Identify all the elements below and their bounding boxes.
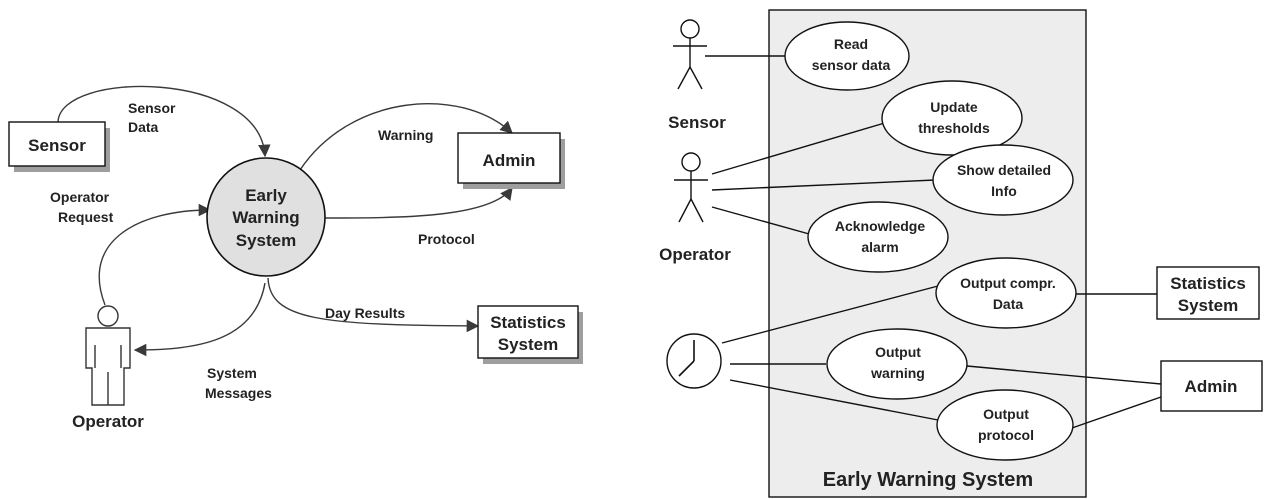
usecase-update-label-1: Update [930, 99, 978, 115]
sensor-actor-icon [673, 19, 707, 90]
usecase-read-sensor-label-1: Read [834, 36, 868, 52]
assoc-clock-compr [721, 285, 939, 344]
flow-protocol [322, 186, 513, 219]
usecase-output-warning: Output warning [826, 328, 968, 400]
dfd-sensor-entity: Sensor [8, 121, 110, 172]
assoc-protocol-admin [1071, 396, 1162, 429]
flow-day-results [267, 277, 480, 333]
system-boundary-title: Early Warning System [823, 469, 1033, 491]
usecase-show-label-1: Show detailed [957, 162, 1051, 178]
dfd-statistics-label-1: Statistics [490, 313, 566, 332]
dfd-process: Early Warning System [206, 157, 326, 277]
usecase-update-thresholds: Update thresholds [881, 80, 1023, 156]
clock-icon [666, 333, 722, 389]
usecase-output-protocol: Output protocol [936, 389, 1074, 461]
flow-operator-request [98, 203, 212, 306]
label-operator-request-2: Request [58, 209, 114, 225]
dfd-statistics-entity: Statistics System [477, 305, 583, 364]
usecase-ack-label-1: Acknowledge [835, 218, 925, 234]
usecase-compr-label-1: Output compr. [960, 275, 1056, 291]
assoc-operator-show [711, 179, 936, 191]
label-protocol: Protocol [418, 231, 475, 247]
flow-warning [299, 102, 513, 171]
assoc-operator-ack [711, 206, 821, 238]
label-operator-request-1: Operator [50, 189, 110, 205]
usecase-diagram: Early Warning System Sensor Operat [659, 9, 1263, 498]
usecase-show-label-2: Info [991, 183, 1017, 199]
usecase-protocol-label-2: protocol [978, 427, 1034, 443]
usecase-read-sensor: Read sensor data [784, 21, 910, 91]
label-system-messages-1: System [207, 365, 257, 381]
operator-actor-icon [674, 152, 708, 223]
usecase-output-compr: Output compr. Data [935, 257, 1077, 329]
usecase-ack-label-2: alarm [861, 239, 898, 255]
dfd-admin-label: Admin [483, 151, 536, 170]
dataflow-diagram: Sensor Admin Statistics System Early War… [8, 85, 583, 431]
flow-sensor-data [57, 85, 271, 158]
usecase-update-label-2: thresholds [918, 120, 990, 136]
usecase-read-sensor-label-2: sensor data [812, 57, 891, 73]
label-warning: Warning [378, 127, 433, 143]
dfd-operator-figure [85, 305, 131, 406]
usecase-acknowledge: Acknowledge alarm [807, 201, 949, 273]
usecase-protocol-label-1: Output [983, 406, 1029, 422]
process-label-3: System [236, 231, 296, 250]
dfd-statistics-label-2: System [498, 335, 558, 354]
assoc-warning-admin [966, 365, 1162, 385]
label-day-results: Day Results [325, 305, 405, 321]
process-label-2: Warning [232, 208, 299, 227]
usecase-sensor-label: Sensor [668, 113, 726, 132]
usecase-show-info: Show detailed Info [932, 144, 1074, 216]
label-sensor-data-1: Sensor [128, 100, 176, 116]
flow-system-messages [133, 282, 266, 357]
process-label-1: Early [245, 186, 287, 205]
usecase-warning-label-1: Output [875, 344, 921, 360]
dfd-sensor-label: Sensor [28, 136, 86, 155]
usecase-statistics-label-2: System [1178, 296, 1238, 315]
usecase-operator-label: Operator [659, 245, 731, 264]
usecase-statistics-label-1: Statistics [1170, 274, 1246, 293]
dfd-admin-entity: Admin [457, 132, 565, 189]
usecase-admin-label: Admin [1185, 377, 1238, 396]
label-system-messages-2: Messages [205, 385, 272, 401]
usecase-admin: Admin [1160, 360, 1263, 412]
usecase-warning-label-2: warning [870, 365, 925, 381]
assoc-clock-protocol [729, 379, 939, 421]
usecase-compr-label-2: Data [993, 296, 1024, 312]
label-sensor-data-2: Data [128, 119, 159, 135]
usecase-statistics-system: Statistics System [1156, 266, 1260, 320]
assoc-operator-update [711, 121, 889, 175]
dfd-operator-label: Operator [72, 412, 144, 431]
